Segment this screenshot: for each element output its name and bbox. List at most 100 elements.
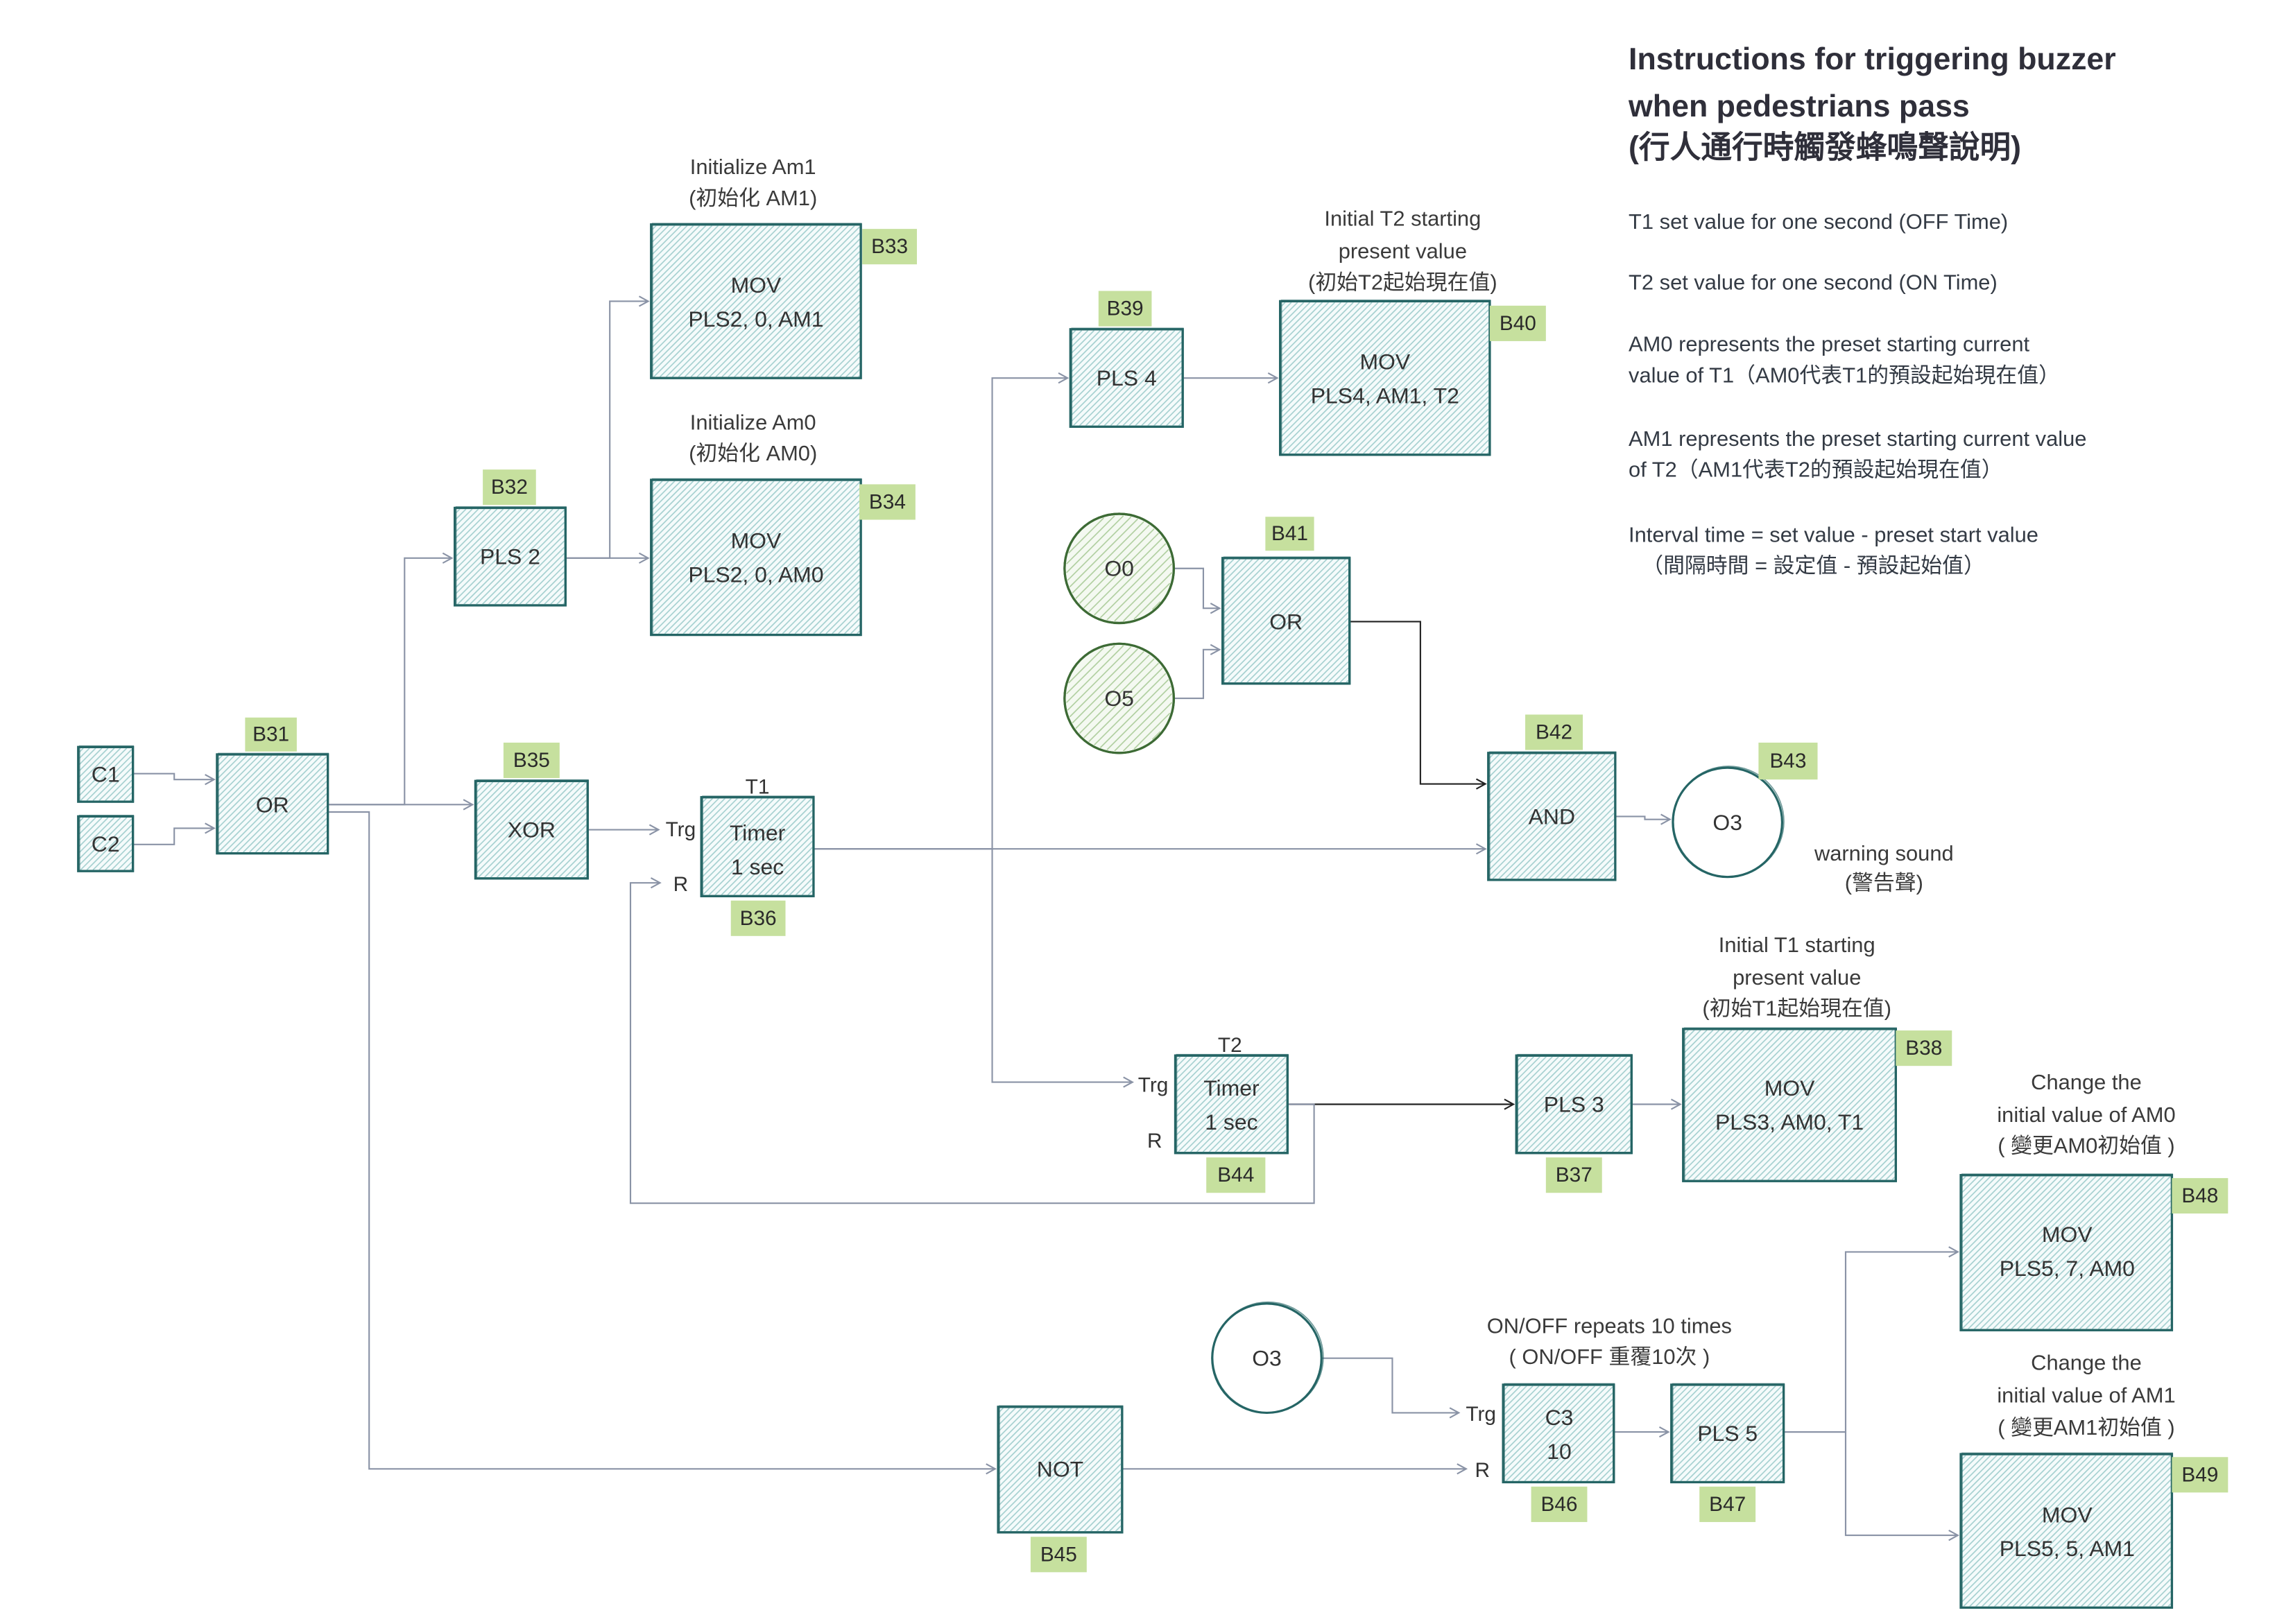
block-b46-caption-2: ( ON/OFF 重覆10次 ) (1509, 1345, 1710, 1369)
block-b37-label: PLS 3 (1544, 1091, 1604, 1116)
block-b48-box (1959, 1174, 2174, 1331)
block-b49-caption-3: ( 變更AM1初始值 ) (1998, 1415, 2174, 1440)
block-b31-tag: B31 (252, 723, 289, 746)
block-b36-preset: 1 sec (731, 854, 784, 879)
sketch-stroke (651, 478, 862, 636)
block-b48-args: PLS5, 7, AM0 (2000, 1256, 2135, 1281)
block-b36-name: T1 (746, 775, 770, 798)
hatch-fill (218, 755, 327, 853)
block-b36-label: Timer (730, 820, 786, 845)
edge-o3-to-b46-trigger (1321, 1357, 1459, 1414)
arrowhead (649, 824, 660, 836)
block-b49-tag-bg (2172, 1457, 2228, 1493)
circle-outline (1063, 642, 1175, 754)
instructions-title-line-1: Instructions for triggering buzzer (1629, 42, 2116, 76)
input-c2-label: C2 (92, 831, 120, 856)
block-b39-label: PLS 4 (1097, 365, 1157, 390)
edge-b31-to-b45 (327, 811, 995, 1470)
sketch-stroke (1672, 1383, 1785, 1483)
block-b48-tag: B48 (2181, 1184, 2218, 1207)
arrowhead (1475, 778, 1487, 790)
block-b31-label: OR (256, 792, 289, 817)
block-b41-or: OR B41 (1221, 517, 1351, 685)
block-b44-trigger-port: Trg (1138, 1073, 1169, 1096)
instructions-note-6: of T2（AM1代表T2的預設起始現在值） (1629, 458, 2003, 482)
block-b40-caption-3: (初始T2起始現在值) (1308, 270, 1497, 294)
edge-o0-to-b41 (1174, 567, 1220, 610)
block-b46-tag-bg (1531, 1486, 1588, 1522)
input-o5: O5 (1063, 642, 1175, 754)
hatch-fill (1066, 515, 1173, 622)
sketch-stroke (999, 1405, 1124, 1534)
block-b46-trigger-port: Trg (1466, 1403, 1496, 1426)
hatch-fill (651, 481, 860, 634)
hatch-fill (1961, 1175, 2174, 1332)
block-b40-tag: B40 (1500, 312, 1536, 335)
hatch-fill (1066, 645, 1173, 752)
block-b40-tag-bg (1489, 305, 1546, 341)
block-b46-reset-port: R (1475, 1459, 1491, 1482)
block-b33-op: MOV (731, 273, 782, 297)
instructions-note-5: AM1 represents the preset starting curre… (1629, 426, 2086, 451)
block-b44-preset: 1 sec (1205, 1109, 1257, 1134)
instructions-note-4: value of T1（AM0代表T1的預設起始現在值） (1629, 363, 2060, 387)
block-b45-label: NOT (1037, 1456, 1083, 1481)
input-c1-label: C1 (92, 762, 120, 787)
block-b32-tag-bg (483, 469, 536, 506)
block-b49-args: PLS5, 5, AM1 (2000, 1536, 2135, 1561)
block-b45-tag: B45 (1040, 1543, 1077, 1566)
arrowhead (1658, 1426, 1670, 1438)
block-b47-pls: PLS 5 B47 (1670, 1383, 1785, 1522)
hatch-fill (1223, 558, 1349, 683)
hatch-fill (1176, 1056, 1287, 1152)
block-b35-tag: B35 (513, 749, 550, 772)
sketch-stroke (1683, 1027, 1897, 1182)
block-b35-tag-bg (503, 742, 560, 779)
sketch-stroke (1280, 300, 1491, 456)
arrowhead (638, 552, 650, 564)
edge-c1-to-b31 (132, 772, 214, 781)
arrowhead (205, 774, 216, 786)
instructions-note-8: （間隔時間 = 設定值 - 預設起始值） (1642, 553, 1985, 578)
arrowhead (1948, 1246, 1959, 1258)
edge-b36-to-b39 (813, 377, 1068, 850)
input-c2: C2 (77, 815, 135, 872)
block-b37-tag-bg (1545, 1157, 1602, 1193)
block-b49-caption-1: Change the (2031, 1351, 2142, 1375)
block-b38-caption-1: Initial T1 starting (1719, 933, 1875, 957)
block-b42-tag-bg (1525, 714, 1583, 750)
instructions-panel: Instructions for triggering buzzer when … (1628, 42, 2116, 578)
block-b33-mov: Initialize Am1 (初始化 AM1) MOV PLS2, 0, AM… (650, 155, 917, 379)
arrowhead (650, 877, 662, 889)
block-b46-caption-1: ON/OFF repeats 10 times (1487, 1313, 1732, 1338)
hatch-fill (1961, 1455, 2172, 1607)
block-b35-label: XOR (508, 818, 556, 843)
block-b49-op: MOV (2042, 1502, 2093, 1527)
block-b40-caption-1: Initial T2 starting (1324, 207, 1481, 231)
connections (132, 295, 1959, 1541)
hatch-fill (78, 748, 132, 801)
block-b46-label: C3 (1545, 1405, 1574, 1430)
arrowhead (1210, 643, 1221, 655)
block-b43-caption-1: warning sound (1814, 841, 1954, 865)
input-o5-label: O5 (1104, 686, 1134, 711)
sketch-stroke (455, 506, 567, 607)
block-b38-tag-bg (1896, 1030, 1952, 1066)
hatch-fill (702, 797, 815, 898)
block-b42-label: AND (1529, 804, 1575, 829)
block-b34-op: MOV (731, 528, 782, 553)
hatch-fill (1280, 302, 1489, 454)
sketch-stroke (1672, 766, 1785, 878)
block-b48-caption-3: ( 變更AM0初始值 ) (1998, 1134, 2174, 1158)
block-b33-caption-1: Initialize Am1 (690, 155, 816, 179)
block-b44-name: T2 (1218, 1034, 1242, 1057)
block-b36-reset-port: R (673, 873, 689, 896)
input-o0: O0 (1063, 512, 1175, 625)
input-o3-label: O3 (1252, 1346, 1282, 1371)
instructions-note-7: Interval time = set value - preset start… (1629, 522, 2038, 546)
block-b37-tag: B37 (1556, 1164, 1592, 1186)
instructions-note-1: T1 set value for one second (OFF Time) (1629, 209, 2008, 234)
block-b48-mov: Change the initial value of AM0 ( 變更AM0初… (1959, 1070, 2228, 1332)
edge-b32-to-b33 (565, 300, 649, 559)
block-b34-tag-bg (859, 484, 916, 520)
